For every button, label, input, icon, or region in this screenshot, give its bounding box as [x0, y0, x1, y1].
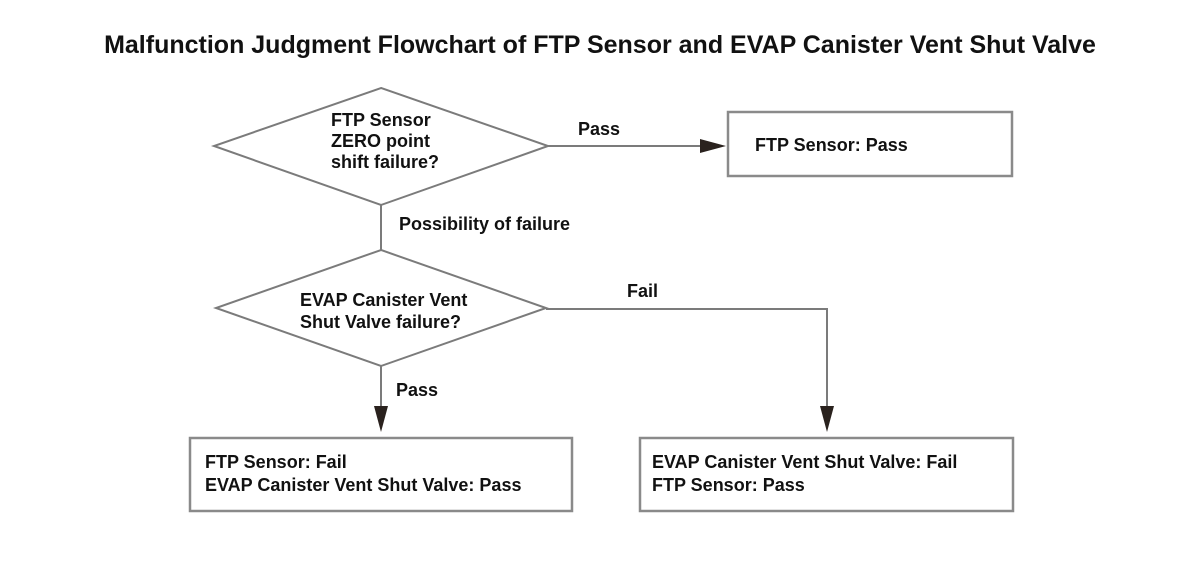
decision-diamond-evap-valve	[212, 248, 550, 368]
result-box-evap-fail-ftp-pass	[638, 436, 1015, 513]
result-box-ftp-fail-evap-pass	[188, 436, 574, 513]
arrowhead-pass-right	[700, 139, 726, 153]
edge-label-fail: Fail	[627, 281, 659, 301]
decision-ftp-zero-label: FTP Sensor ZERO point shift failure?	[331, 110, 440, 172]
connector-fail-elbow	[546, 308, 828, 410]
result-evap-fail-ftp-pass-label: EVAP Canister Vent Shut Valve: Fail FTP …	[652, 452, 958, 495]
page-title: Malfunction Judgment Flowchart of FTP Se…	[104, 31, 1096, 59]
arrowhead-pass-down	[374, 406, 388, 432]
edge-label-possibility-of-failure: Possibility of failure	[399, 214, 571, 234]
edge-label-pass-right: Pass	[578, 119, 621, 139]
edge-label-pass-down: Pass	[396, 380, 439, 400]
decision-evap-valve-label: EVAP Canister Vent Shut Valve failure?	[300, 290, 468, 332]
arrowhead-fail-down	[820, 406, 834, 432]
result-ftp-pass-label: FTP Sensor: Pass	[755, 135, 908, 155]
result-box-ftp-pass	[726, 110, 1014, 178]
result-ftp-fail-evap-pass-label: FTP Sensor: Fail EVAP Canister Vent Shut…	[205, 452, 522, 495]
decision-diamond-ftp-zero	[210, 86, 552, 207]
